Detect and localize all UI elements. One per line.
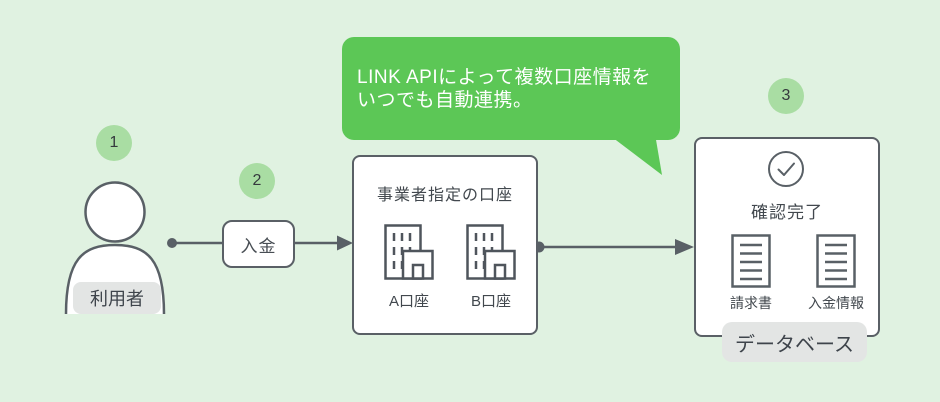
database-label-text: データベース [735, 333, 854, 356]
step-badge-1: 1 [96, 125, 132, 161]
speech-bubble: LINK APIによって複数口座情報を いつでも自動連携。 [342, 37, 680, 140]
invoice-label: 請求書 [730, 295, 772, 311]
document-icon-deposit-info [816, 234, 856, 288]
actor-label-text: 利用者 [90, 289, 144, 309]
check-circle-icon [768, 151, 804, 187]
actor-label: 利用者 [73, 282, 161, 314]
database-label: データベース [722, 322, 867, 362]
arrow-user-to-deposit [167, 238, 223, 248]
step-number-1: 1 [109, 134, 119, 151]
step-number-3: 3 [781, 87, 791, 104]
arrow-accounts-to-result [533, 239, 694, 255]
account-a-label: A口座 [388, 293, 429, 310]
result-title: 確認完了 [751, 203, 823, 222]
accounts-node: 事業者指定の口座 A口座 B口座 [352, 155, 538, 335]
bubble-text-line1: LINK APIによって複数口座情報を [357, 66, 652, 88]
accounts-title: 事業者指定の口座 [376, 187, 513, 204]
building-icon-b [466, 224, 516, 280]
building-icon-a [384, 224, 434, 280]
account-b-label: B口座 [470, 293, 511, 310]
step-badge-2: 2 [239, 163, 275, 199]
arrow-deposit-to-accounts [294, 235, 353, 251]
result-node: 確認完了 請求書 入金情報 [694, 137, 880, 337]
bubble-text-line2: いつでも自動連携。 [357, 89, 533, 111]
document-icon-invoice [731, 234, 771, 288]
deposit-node: 入金 [222, 220, 295, 268]
deposit-label: 入金 [240, 236, 277, 256]
step-badge-3: 3 [768, 78, 804, 114]
step-number-2: 2 [252, 172, 262, 189]
deposit-info-label: 入金情報 [808, 295, 864, 311]
